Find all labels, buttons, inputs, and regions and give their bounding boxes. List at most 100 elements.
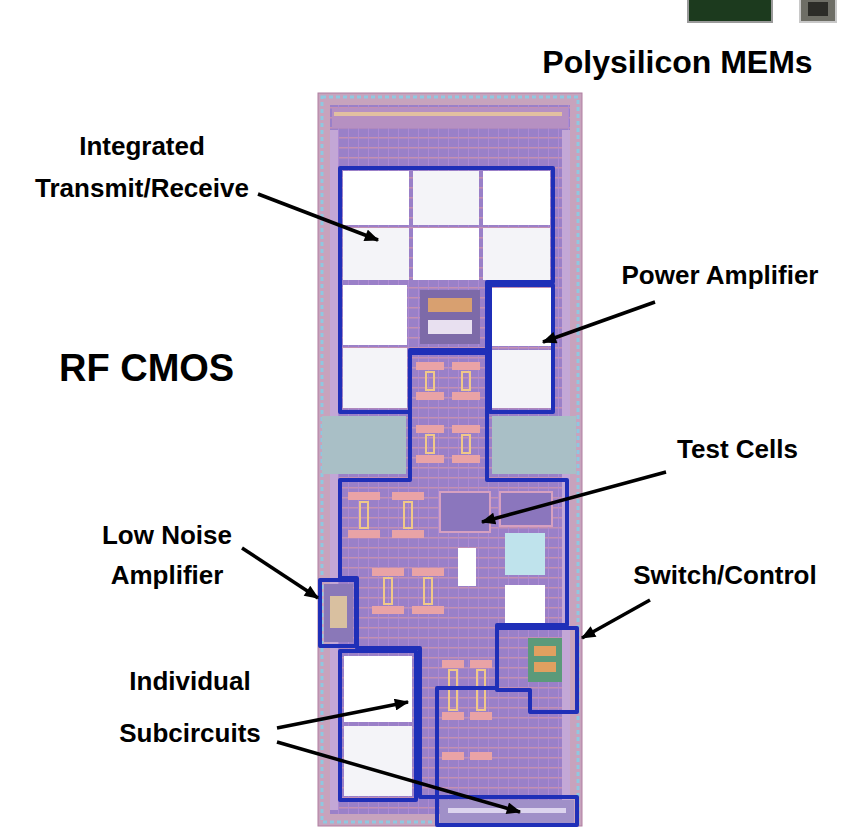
test-cell xyxy=(392,492,424,500)
test-cell xyxy=(442,712,464,720)
callout-slot: Individual Subcircuits xyxy=(105,655,275,759)
test-cell-frame xyxy=(360,502,368,528)
test-cell xyxy=(416,392,444,400)
leader-arrow xyxy=(277,702,408,728)
callout-label: Low Noise Amplifier xyxy=(82,515,252,595)
pad-row xyxy=(334,112,562,116)
test-cell-frame xyxy=(426,435,434,453)
leader-arrow xyxy=(482,472,666,522)
lna-circuit xyxy=(330,596,347,628)
callout-slot: Test Cells xyxy=(640,432,835,466)
test-cell xyxy=(470,752,492,760)
test-cell-frame xyxy=(404,502,412,528)
test-cell-frame xyxy=(462,372,470,390)
callout-slot: Low Noise Amplifier xyxy=(82,515,252,595)
inductor-pad xyxy=(492,288,551,346)
panel-title: RF CMOS xyxy=(59,345,289,391)
inductor-pad xyxy=(343,228,409,280)
inductor-pad xyxy=(492,350,551,408)
chip-die xyxy=(318,93,582,826)
test-cell-frame xyxy=(426,372,434,390)
lna-circuit xyxy=(324,584,353,642)
circuit-block xyxy=(428,320,472,334)
inductor-pad xyxy=(343,348,407,408)
test-cell xyxy=(412,606,444,614)
mems-box: Polysilicon MEMs xyxy=(487,0,865,90)
circuit-block xyxy=(440,492,490,532)
inductor-pad xyxy=(413,171,479,225)
mems-photo xyxy=(800,0,836,22)
leader-arrow xyxy=(242,548,318,598)
leader-arrow-group xyxy=(242,194,666,812)
test-cell xyxy=(416,455,444,463)
region-outline xyxy=(320,580,356,646)
test-cell xyxy=(348,530,380,538)
inductor-pad xyxy=(343,285,407,345)
mems-photo xyxy=(808,2,828,16)
rf-cmos-panel: RF CMOS xyxy=(3,5,857,826)
test-cell xyxy=(416,425,444,433)
region-outline xyxy=(490,285,553,412)
leader-arrow xyxy=(277,742,520,812)
test-cell xyxy=(442,660,464,668)
test-cell-frame xyxy=(424,578,432,604)
leader-arrow xyxy=(258,194,378,240)
test-cell xyxy=(452,425,480,433)
text-slot: Polysilicon MEMs xyxy=(487,42,865,82)
callout-label: Test Cells xyxy=(640,432,835,466)
box-title: Polysilicon MEMs xyxy=(487,42,865,82)
test-cell xyxy=(470,712,492,720)
callout-slot: Switch/Control xyxy=(610,558,840,592)
test-cell xyxy=(452,392,480,400)
callout-label: Power Amplifier xyxy=(600,258,840,292)
test-cell xyxy=(452,455,480,463)
region-outline xyxy=(437,797,577,825)
callout-label: Individual Subcircuits xyxy=(105,655,275,759)
text-slot: RF CMOS xyxy=(59,345,289,391)
callout-label: Integrated Transmit/Receive xyxy=(22,125,262,209)
capacitor-array xyxy=(492,416,576,474)
probe-pad xyxy=(505,533,545,575)
test-cell xyxy=(392,530,424,538)
region-outline xyxy=(340,168,553,412)
test-cell xyxy=(348,492,380,500)
region-outline-group xyxy=(320,168,577,825)
switch-circuit xyxy=(534,662,556,672)
pad-row xyxy=(332,108,568,128)
side-panel xyxy=(0,0,42,699)
callout-label: Switch/Control xyxy=(610,558,840,592)
test-cell xyxy=(412,568,444,576)
callout-slot: Integrated Transmit/Receive xyxy=(22,125,262,209)
inductor-pad xyxy=(413,228,479,280)
leader-arrow xyxy=(543,302,655,342)
test-cell-frame xyxy=(462,435,470,453)
switch-circuit xyxy=(528,638,562,682)
callout-slot: Power Amplifier xyxy=(600,258,840,292)
region-outline xyxy=(497,628,577,712)
leader-arrow xyxy=(582,600,650,638)
inductor-pad xyxy=(343,171,409,225)
test-cell xyxy=(372,606,404,614)
mems-photo xyxy=(688,0,772,22)
circuit-block xyxy=(420,290,480,344)
probe-pad xyxy=(458,548,476,586)
capacitor-array xyxy=(322,416,406,474)
switch-circuit xyxy=(534,646,556,656)
test-cell xyxy=(452,362,480,370)
test-cell xyxy=(442,752,464,760)
test-cell-frame xyxy=(384,578,392,604)
test-cell xyxy=(416,362,444,370)
test-cell xyxy=(470,660,492,668)
test-cell xyxy=(372,568,404,576)
probe-pad xyxy=(505,585,545,623)
pad-ring xyxy=(322,97,578,822)
inductor-pad xyxy=(344,726,412,796)
node-outline-path xyxy=(4,6,856,825)
node-outline xyxy=(3,5,861,830)
inductor-pad xyxy=(483,228,550,280)
inductor-pad xyxy=(483,171,550,225)
subcircuit-strip xyxy=(440,800,574,823)
